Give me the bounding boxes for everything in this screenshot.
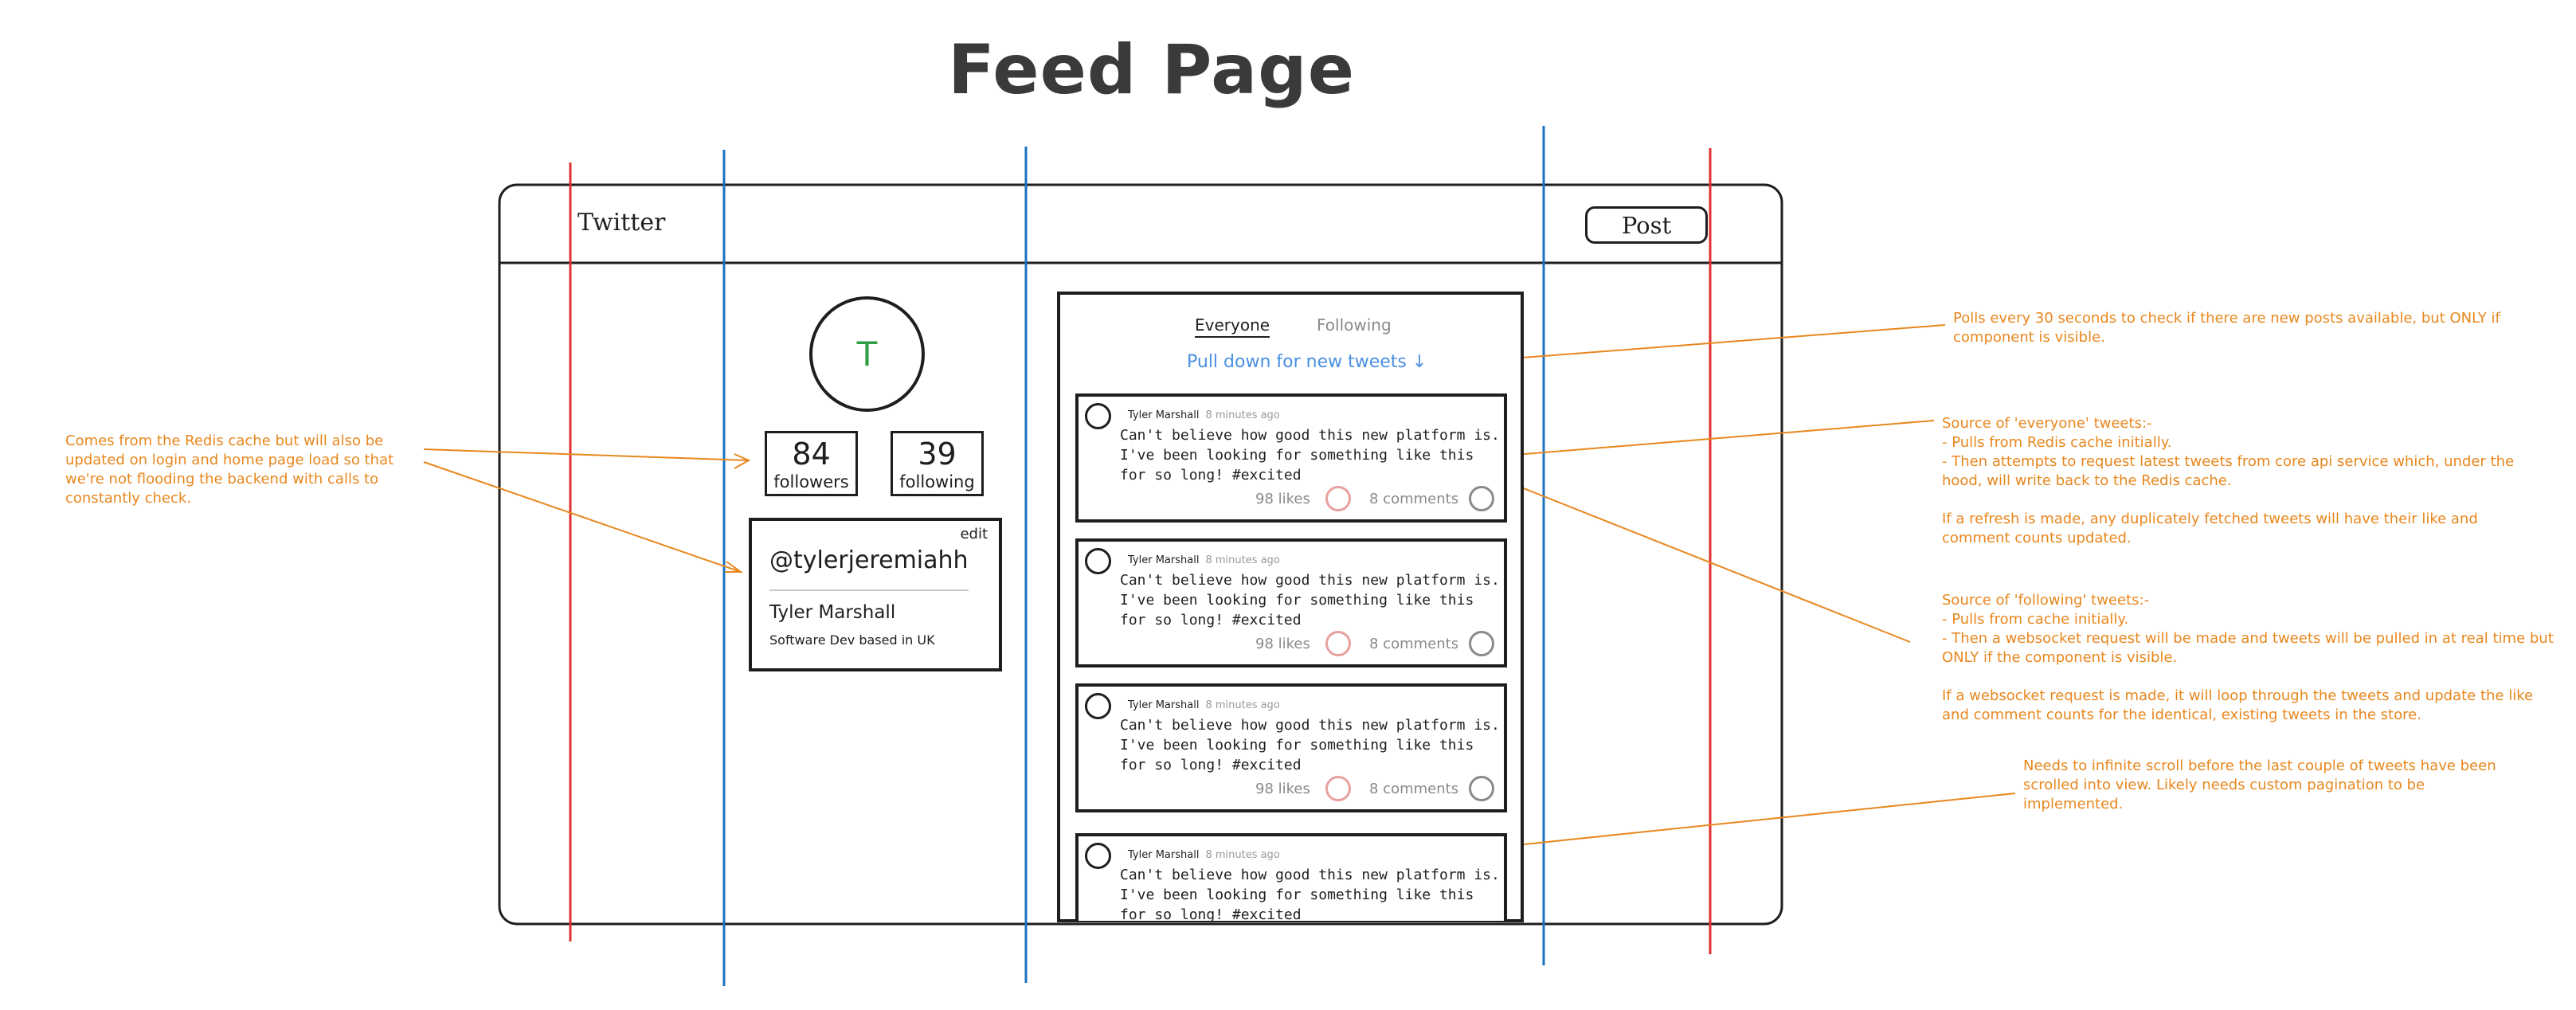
annotation-profile-cache: Comes from the Redis cache but will also… bbox=[65, 433, 394, 507]
avatar-letter: T bbox=[856, 335, 878, 374]
tweet-author: Tyler Marshall bbox=[1128, 699, 1200, 711]
followers-count: 84 bbox=[792, 436, 831, 472]
arrowhead-left-stats bbox=[734, 453, 751, 469]
tab-everyone[interactable]: Everyone bbox=[1195, 315, 1270, 338]
app-name: Twitter bbox=[577, 209, 666, 237]
following-count: 39 bbox=[918, 436, 957, 472]
edit-profile-link[interactable]: edit bbox=[960, 526, 988, 542]
tweet-avatar bbox=[1085, 693, 1111, 719]
tweet-comments: 8 comments bbox=[1369, 636, 1459, 652]
annotation-polling: Polls every 30 seconds to check if there… bbox=[1953, 310, 2500, 346]
tweet-avatar bbox=[1085, 843, 1111, 869]
arrow-left-stats bbox=[423, 448, 750, 461]
like-icon[interactable] bbox=[1325, 631, 1351, 656]
tweet-body: Can't believe how good this new platform… bbox=[1120, 427, 1500, 483]
post-button[interactable]: Post bbox=[1585, 206, 1708, 244]
profile-divider bbox=[769, 589, 969, 591]
arrow-following bbox=[1505, 480, 1911, 643]
tweet-author: Tyler Marshall bbox=[1128, 849, 1200, 861]
tweet-author: Tyler Marshall bbox=[1128, 409, 1200, 421]
tweet-avatar bbox=[1085, 548, 1111, 574]
like-icon[interactable] bbox=[1325, 776, 1351, 801]
tweet-comments: 8 comments bbox=[1369, 781, 1459, 797]
tweet-time: 8 minutes ago bbox=[1205, 699, 1280, 711]
tweet-card[interactable]: Tyler Marshall 8 minutes ago Can't believ… bbox=[1075, 538, 1507, 667]
browser-window-frame bbox=[498, 183, 1783, 926]
profile-card: edit @tylerjeremiahh Tyler Marshall Soft… bbox=[749, 518, 1002, 671]
following-label: following bbox=[899, 472, 975, 491]
tweet-likes: 98 likes bbox=[1255, 781, 1310, 797]
tweet-time: 8 minutes ago bbox=[1205, 849, 1280, 861]
tweet-time: 8 minutes ago bbox=[1205, 554, 1280, 566]
page-title: Feed Page bbox=[948, 30, 1356, 110]
comment-icon[interactable] bbox=[1469, 776, 1494, 801]
tweet-body: Can't believe how good this new platform… bbox=[1120, 867, 1500, 923]
tweet-time: 8 minutes ago bbox=[1205, 409, 1280, 421]
profile-handle: @tylerjeremiahh bbox=[769, 546, 969, 574]
arrow-scroll bbox=[1462, 793, 2016, 851]
tweet-likes: 98 likes bbox=[1255, 491, 1310, 507]
arrow-left-profile bbox=[423, 461, 742, 573]
tweet-body: Can't believe how good this new platform… bbox=[1120, 572, 1500, 628]
arrowhead-left-profile bbox=[725, 561, 744, 573]
followers-stat[interactable]: 84 followers bbox=[765, 431, 858, 496]
pull-to-refresh[interactable]: Pull down for new tweets ↓ bbox=[1187, 352, 1427, 372]
tweet-card[interactable]: Tyler Marshall 8 minutes ago Can't believ… bbox=[1075, 393, 1507, 523]
annotation-infinite-scroll: Needs to infinite scroll before the last… bbox=[2023, 758, 2496, 812]
following-stat[interactable]: 39 following bbox=[891, 431, 984, 496]
arrow-everyone bbox=[1505, 420, 1935, 456]
tweet-card[interactable]: Tyler Marshall 8 minutes ago Can't believ… bbox=[1075, 833, 1507, 923]
comment-icon[interactable] bbox=[1469, 631, 1494, 656]
profile-name: Tyler Marshall bbox=[769, 602, 896, 623]
tweet-avatar bbox=[1085, 403, 1111, 429]
tweet-likes: 98 likes bbox=[1255, 636, 1310, 652]
tab-following[interactable]: Following bbox=[1317, 315, 1392, 335]
tweet-card[interactable]: Tyler Marshall 8 minutes ago Can't believ… bbox=[1075, 683, 1507, 812]
profile-avatar: T bbox=[809, 296, 925, 412]
tweet-comments: 8 comments bbox=[1369, 491, 1459, 507]
comment-icon[interactable] bbox=[1469, 486, 1494, 511]
followers-label: followers bbox=[773, 472, 849, 491]
like-icon[interactable] bbox=[1325, 486, 1351, 511]
tweet-body: Can't believe how good this new platform… bbox=[1120, 717, 1500, 773]
annotation-everyone-source: Source of 'everyone' tweets:- - Pulls fr… bbox=[1942, 415, 2515, 546]
tweet-author: Tyler Marshall bbox=[1128, 554, 1200, 566]
profile-bio: Software Dev based in UK bbox=[769, 632, 935, 648]
annotation-following-source: Source of 'following' tweets:- - Pulls f… bbox=[1942, 592, 2554, 723]
